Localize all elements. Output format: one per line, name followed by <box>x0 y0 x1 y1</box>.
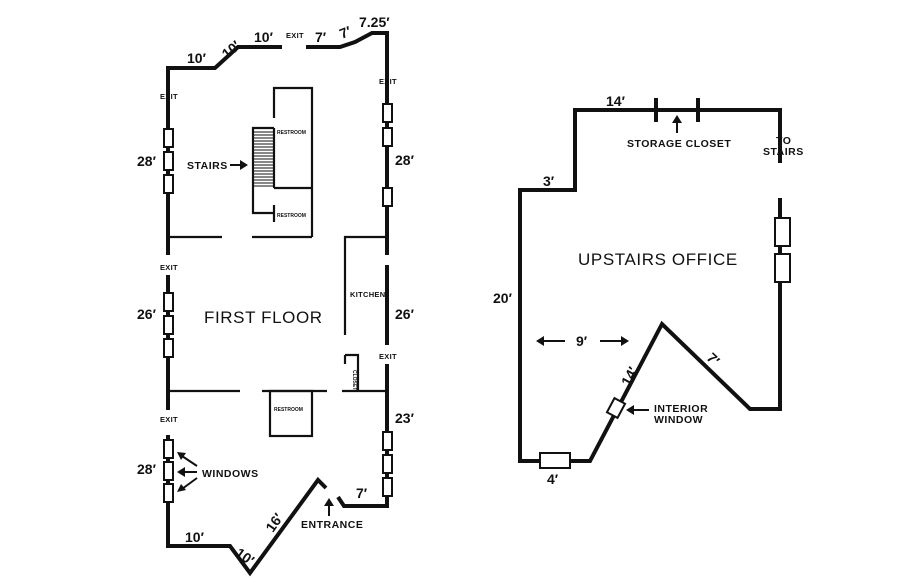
storage-closet-arrow <box>672 115 682 133</box>
entrance-label: ENTRANCE <box>301 519 363 531</box>
restroom-label-1: RESTROOM <box>277 130 306 136</box>
upstairs-office-title: UPSTAIRS OFFICE <box>578 250 738 269</box>
restroom-lower <box>268 389 314 438</box>
to-stairs-label: TO <box>776 135 791 147</box>
dim-bottom-10: 10′ <box>185 529 205 545</box>
first-floor-title: FIRST FLOOR <box>204 308 323 327</box>
upstairs-outer-wall <box>518 108 782 463</box>
dim-left-26: 26′ <box>137 306 157 322</box>
stairs-arrow <box>230 160 248 170</box>
dim-left-28-b: 28′ <box>137 461 157 477</box>
closet-label: CLOSET <box>351 370 357 390</box>
interior-window-label: INTERIOR <box>654 403 708 415</box>
dim-top-7: 7′ <box>315 29 327 45</box>
dim-up-9: 9′ <box>576 333 588 349</box>
window <box>774 217 791 247</box>
exit-label-right-1: EXIT <box>379 77 397 86</box>
bottom-wall <box>166 435 328 577</box>
exit-label-left-2: EXIT <box>160 263 178 272</box>
entrance-arrow <box>324 498 334 516</box>
dim-up-3: 3′ <box>543 173 555 189</box>
dim-up-14: 14′ <box>606 93 626 109</box>
interior-window-arrow <box>626 405 649 415</box>
kitchen-label: KITCHEN <box>350 290 385 299</box>
right-windows <box>382 103 393 497</box>
exit-label-left-1: EXIT <box>160 92 178 101</box>
restroom-label-2: RESTROOM <box>277 213 306 219</box>
dim-top-10-diag: 10′ <box>218 37 243 62</box>
dim-top-7-diag: 7′ <box>337 22 354 41</box>
storage-closet-label: STORAGE CLOSET <box>627 138 731 150</box>
window <box>774 253 791 283</box>
left-windows <box>163 128 174 503</box>
stairs-label: STAIRS <box>187 160 228 172</box>
closet-wall <box>345 353 360 391</box>
dim-up-4: 4′ <box>547 471 559 487</box>
dim-up-20: 20′ <box>493 290 513 306</box>
to-stairs-label-2: STAIRS <box>763 146 804 158</box>
windows-label: WINDOWS <box>202 468 259 480</box>
restroom-label-3: RESTROOM <box>274 407 303 413</box>
dim-top-10-b: 10′ <box>254 29 274 45</box>
interior-window-label-2: WINDOW <box>654 414 703 426</box>
interior-window <box>605 396 627 420</box>
dim-left-28: 28′ <box>137 153 157 169</box>
windows-arrows <box>177 452 198 492</box>
window <box>539 452 571 469</box>
dim-9-arrow <box>536 336 629 346</box>
top-right-wall <box>306 31 389 255</box>
dim-top-725: 7.25′ <box>359 14 390 30</box>
dim-top-10: 10′ <box>187 50 207 66</box>
dim-right-26: 26′ <box>395 306 415 322</box>
dim-right-28: 28′ <box>395 152 415 168</box>
dim-right-23: 23′ <box>395 410 415 426</box>
top-left-wall <box>166 45 282 108</box>
kitchen-wall <box>343 235 387 335</box>
first-floor-plan: 10′ 10′ 10′ EXIT 7′ 7′ 7.25′ EXIT EXIT E… <box>137 14 415 577</box>
upstairs-office-plan: 14′ 3′ 20′ 9′ 14′ 7′ 4′ STORAGE CLOSET T… <box>493 93 804 487</box>
exit-label-left-3: EXIT <box>160 415 178 424</box>
exit-label-right-2: EXIT <box>379 352 397 361</box>
exit-label-top: EXIT <box>286 31 304 40</box>
dim-bottom-7: 7′ <box>356 485 368 501</box>
stairs-symbol <box>251 126 276 215</box>
restroom-block <box>272 86 314 237</box>
